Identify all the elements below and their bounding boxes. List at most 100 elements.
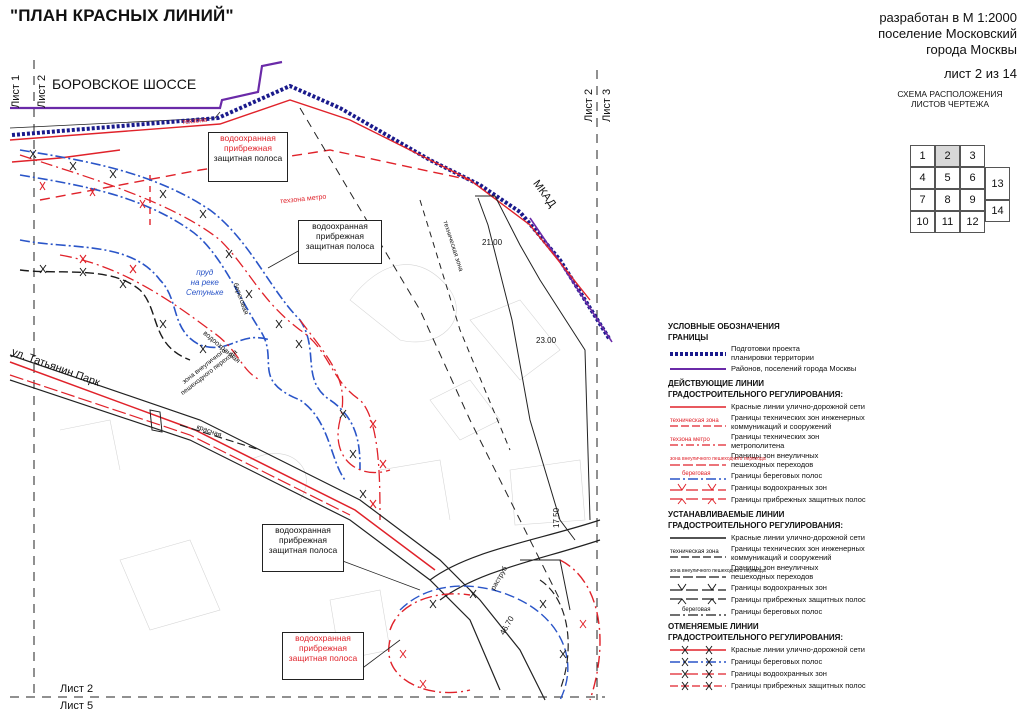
river-banks — [19, 149, 361, 481]
legend-row-nw-water: Границы водоохранных зон — [668, 582, 1008, 593]
legend-row-ex-water: Границы водоохранных зон — [668, 482, 1008, 493]
box3-line-3: защитная полоса — [268, 545, 338, 555]
legend-symbol-cn-red — [668, 644, 728, 655]
legend-symbol-nw-ped: зона внеуличного пешеходного перехода — [668, 567, 766, 578]
box2-line-2: прибрежная — [315, 231, 365, 241]
tech-zone-lines — [299, 107, 591, 601]
tatyanin-street — [9, 354, 546, 701]
legend-nw-red: Красные линии улично-дорожной сети — [731, 533, 865, 542]
legend-ex-red: Красные линии улично-дорожной сети — [731, 402, 865, 411]
scheme-cell: 3 — [960, 145, 985, 167]
borovskoe-road — [9, 60, 283, 129]
legend-project-1: Подготовки проекта — [731, 344, 800, 353]
legend-boundaries: ГРАНИЦЫ — [668, 333, 709, 342]
scheme-cell: 1 — [910, 145, 935, 167]
sheet-boundaries — [10, 60, 605, 700]
scheme-title: СХЕМА РАСПОЛОЖЕНИЯ ЛИСТОВ ЧЕРТЕЖА — [880, 89, 1020, 109]
legend-sec-new-1: УСТАНАВЛИВАЕМЫЕ ЛИНИИ — [668, 510, 785, 519]
legend-row-nw-tech: техническая зона Границы технических зон… — [668, 544, 1008, 562]
box1-line-1: водоохранная — [220, 133, 276, 143]
sheet-label-left-1: Лист 1 — [10, 74, 22, 108]
background-contours — [59, 264, 586, 661]
label-box-middle: водоохранная прибрежная защитная полоса — [298, 220, 382, 264]
bank-ticks — [29, 149, 367, 499]
scheme-title-line-2: ЛИСТОВ ЧЕРТЕЖА — [911, 99, 989, 109]
scheme-cell: 9 — [960, 189, 985, 211]
legend-symbol-ex-ped: зона внеуличного пешеходного перехода — [668, 455, 766, 466]
legend-row-districts: Районов, поселений города Москвы — [668, 363, 1008, 374]
scale-line: разработан в М 1:2000 — [879, 10, 1017, 25]
mkad-boundary — [529, 217, 613, 343]
legend-tag-nw-ped: зона внеуличного пешеходного перехода — [670, 567, 766, 574]
interchange — [388, 519, 601, 701]
legend-nw-water: Границы водоохранных зон — [731, 583, 827, 592]
legend-row-ex-ped: зона внеуличного пешеходного перехода Гр… — [668, 451, 1008, 469]
legend-tag-nw-tech: техническая зона — [670, 548, 719, 555]
scheme-cell: 8 — [935, 189, 960, 211]
legend-cn-shore: Границы береговых полос — [731, 657, 823, 666]
box3-line-2: прибрежная — [278, 535, 328, 545]
scheme-cell: 7 — [910, 189, 935, 211]
legend-symbol-ex-water — [668, 482, 728, 493]
label-box-lower: водоохранная прибрежная защитная полоса — [262, 524, 344, 572]
legend-nw-tech-2: коммуникаций и сооружений — [731, 553, 832, 562]
legend-symbol-nw-coast — [668, 594, 728, 605]
scheme-cell: 5 — [935, 167, 960, 189]
legend-sec-existing-2: ГРАДОСТРОИТЕЛЬНОГО РЕГУЛИРОВАНИЯ: — [668, 390, 844, 399]
legend-nw-coast: Границы прибрежных защитных полос — [731, 595, 866, 604]
sheet-of: лист 2 из 14 — [943, 66, 1017, 81]
legend-symbol-ex-coast — [668, 494, 728, 505]
settlement-line-2: города Москвы — [926, 42, 1017, 57]
legend-row-ex-shore: береговая Границы береговых полос — [668, 470, 1008, 481]
legend-ex-shore: Границы береговых полос — [731, 471, 823, 480]
project-boundary — [11, 83, 612, 342]
box4-line-2: прибрежная — [298, 643, 348, 653]
map-title: "ПЛАН КРАСНЫХ ЛИНИЙ" — [10, 6, 234, 25]
legend-ex-metro-1: Границы технических зон — [731, 432, 820, 441]
scheme-cell: 11 — [935, 211, 960, 233]
legend-tag-ex-tech: техническая зона — [670, 417, 719, 424]
legend-symbol-nw-tech: техническая зона — [668, 548, 728, 559]
legend-title: УСЛОВНЫЕ ОБОЗНАЧЕНИЯ — [668, 322, 780, 331]
label-box-bottom: водоохранная прибрежная защитная полоса — [282, 632, 364, 680]
settlement-line-1: поселение Московский — [878, 26, 1017, 41]
legend-project-2: планировки территории — [731, 353, 814, 362]
dim-23: 23.00 — [536, 336, 557, 345]
box2-line-3: защитная полоса — [305, 241, 375, 251]
legend-districts: Районов, поселений города Москвы — [731, 364, 857, 373]
legend-cn-coast: Границы прибрежных защитных полос — [731, 681, 866, 690]
legend-ex-ped-2: пешеходных переходов — [731, 460, 814, 469]
legend-symbol-project — [668, 348, 728, 359]
legend-ex-ped-1: Границы зон внеуличных — [731, 451, 819, 460]
legend-ex-tech-2: коммуникаций и сооружений — [731, 422, 832, 431]
scheme-cell: 13 — [985, 167, 1010, 200]
box3-line-1: водоохранная — [275, 525, 331, 535]
sheet-label-bottom-2: Лист 2 — [60, 683, 94, 695]
legend-ex-water: Границы водоохранных зон — [731, 483, 827, 492]
legend-nw-shore: Границы береговых полос — [731, 607, 823, 616]
legend-ex-tech-1: Границы технических зон инженерных — [731, 413, 865, 422]
legend-symbol-ex-red — [668, 401, 728, 412]
scheme-cell: 14 — [985, 200, 1010, 222]
scheme-cell: 12 — [960, 211, 985, 233]
legend-symbol-cn-shore — [668, 656, 728, 667]
pond-line-3: Сетуньке — [186, 288, 224, 297]
legend-row-ex-tech: техническая зона Границы технических зон… — [668, 413, 1008, 431]
legend-row-cn-water: Границы водоохранных зон — [668, 668, 1008, 679]
legend-tag-ex-shore: береговая — [682, 471, 711, 477]
legend-row-cn-red: Красные линии улично-дорожной сети — [668, 644, 1008, 655]
legend-row-ex-coast: Границы прибрежных защитных полос — [668, 494, 1008, 505]
legend-tag-nw-shore: береговая — [682, 607, 711, 613]
legend-row-cn-shore: Границы береговых полос — [668, 656, 1008, 667]
legend-symbol-nw-red — [668, 532, 728, 543]
label-box-top: водоохранная прибрежная защитная полоса — [208, 132, 288, 182]
legend-nw-tech-1: Границы технических зон инженерных — [731, 544, 865, 553]
legend-tag-ex-ped: зона внеуличного пешеходного перехода — [670, 455, 766, 462]
legend: УСЛОВНЫЕ ОБОЗНАЧЕНИЯ ГРАНИЦЫ Подготовки … — [668, 322, 1008, 692]
pond-line-2: на реке — [190, 278, 219, 287]
legend-tag-ex-metro: техзона метро — [670, 436, 710, 443]
coastal-ticks — [39, 181, 387, 509]
